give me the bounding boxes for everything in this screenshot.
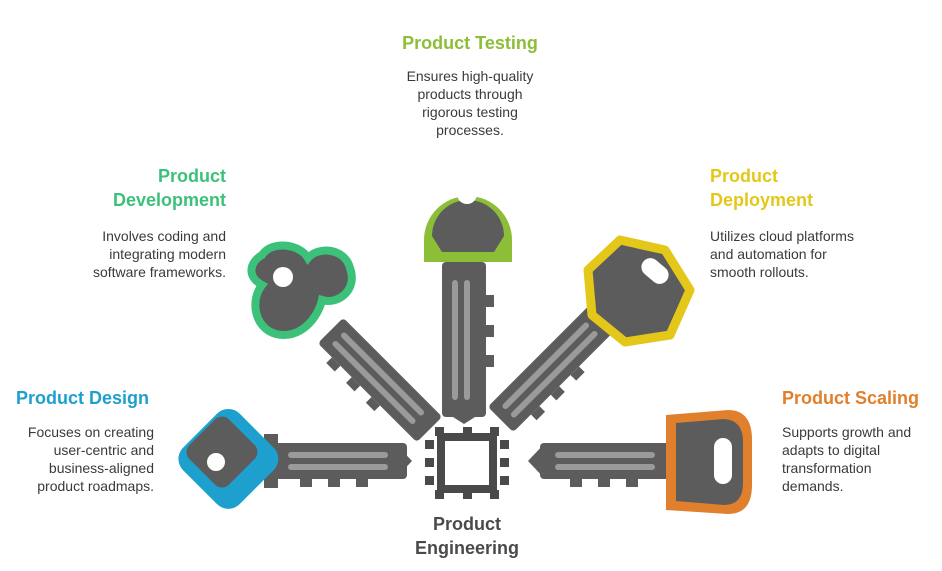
scaling-description: Supports growth and adapts to digital tr… (782, 423, 937, 495)
development-title-line: Development (112, 190, 226, 210)
design-title-text: Product Design (16, 388, 150, 408)
testing-title: Product Testing (300, 31, 640, 55)
testing-desc-line: processes. (436, 122, 504, 138)
deployment-title-line: Deployment (710, 190, 814, 210)
deployment-title-line: Product (710, 166, 779, 186)
scaling-desc-line: Supports growth and (782, 424, 912, 440)
design-desc-line: user-centric and (53, 442, 154, 458)
center-title-line: Product (432, 514, 501, 534)
development-desc-line: software frameworks. (92, 264, 226, 280)
key-design-icon (178, 408, 412, 509)
design-description: Focuses on creating user-centric and bus… (10, 423, 154, 495)
testing-desc-line: products through (417, 86, 523, 102)
design-desc-line: Focuses on creating (27, 424, 154, 440)
key-deployment-icon (489, 235, 695, 431)
scaling-desc-line: demands. (782, 478, 844, 494)
deployment-title: Product Deployment (710, 164, 930, 212)
key-development-icon (247, 241, 441, 441)
key-scaling-icon (528, 410, 752, 514)
scaling-title-text: Product Scaling (782, 388, 920, 408)
chip-icon (425, 427, 509, 499)
development-title-line: Product (157, 166, 226, 186)
development-description: Involves coding and integrating modern s… (30, 227, 226, 281)
design-desc-line: product roadmaps. (37, 478, 154, 494)
design-title: Product Design (16, 386, 216, 410)
scaling-desc-line: adapts to digital (782, 442, 881, 458)
key-testing-icon (424, 184, 512, 424)
center-title: Product Engineering (367, 512, 567, 560)
testing-desc-line: rigorous testing (422, 104, 518, 120)
testing-description: Ensures high-quality products through ri… (320, 67, 620, 139)
development-desc-line: Involves coding and (102, 228, 226, 244)
center-title-line: Engineering (414, 538, 519, 558)
testing-title-text: Product Testing (402, 33, 538, 53)
scaling-title: Product Scaling (782, 386, 937, 410)
development-title: Product Development (30, 164, 226, 212)
deployment-desc-line: and automation for (710, 246, 827, 262)
deployment-desc-line: Utilizes cloud platforms (710, 228, 854, 244)
design-desc-line: business-aligned (48, 460, 154, 476)
scaling-desc-line: transformation (782, 460, 872, 476)
testing-desc-line: Ensures high-quality (406, 68, 534, 84)
deployment-desc-line: smooth rollouts. (710, 264, 809, 280)
deployment-description: Utilizes cloud platforms and automation … (710, 227, 930, 281)
development-desc-line: integrating modern (109, 246, 226, 262)
